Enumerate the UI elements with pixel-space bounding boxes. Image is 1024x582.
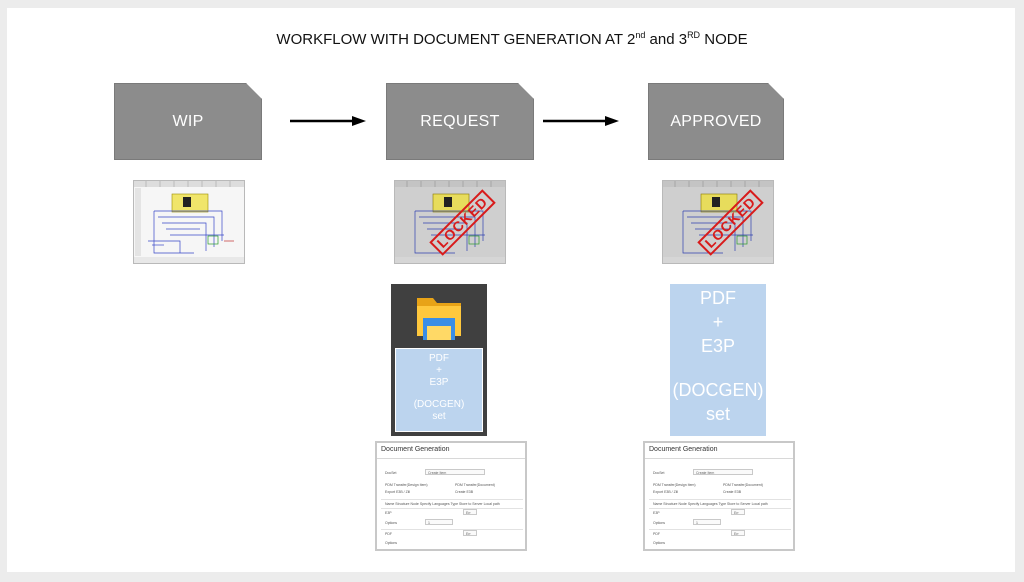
node-label: APPROVED	[670, 112, 762, 130]
page-title: WORKFLOW WITH DOCUMENT GENERATION AT 2nd…	[276, 30, 748, 48]
document-generation-panel: Document Generation DocSet Create Item P…	[643, 441, 795, 551]
docgen-set-label-large: PDF + E3P (DOCGEN) set	[670, 284, 766, 436]
panel-header: Document Generation	[645, 443, 793, 459]
folder-panel: PDF + E3P (DOCGEN) set	[391, 284, 487, 436]
node-label: WIP	[172, 112, 204, 130]
folder-icon	[417, 298, 461, 340]
node-wip: WIP	[114, 83, 262, 160]
arrow-right-icon	[290, 116, 366, 126]
schematic-thumbnail	[133, 180, 245, 264]
node-label: REQUEST	[420, 112, 500, 130]
schematic-thumbnail-locked: LOCKED	[662, 180, 774, 264]
docset-select[interactable]: Create Item	[693, 469, 753, 475]
document-generation-panel: Document Generation DocSet Create Item P…	[375, 441, 527, 551]
docgen-set-label: PDF + E3P (DOCGEN) set	[395, 348, 483, 432]
node-request: REQUEST	[386, 83, 534, 160]
panel-header: Document Generation	[377, 443, 525, 459]
node-approved: APPROVED	[648, 83, 784, 160]
schematic-thumbnail-locked: LOCKED	[394, 180, 506, 264]
arrow-right-icon	[543, 116, 619, 126]
docset-select[interactable]: Create Item	[425, 469, 485, 475]
